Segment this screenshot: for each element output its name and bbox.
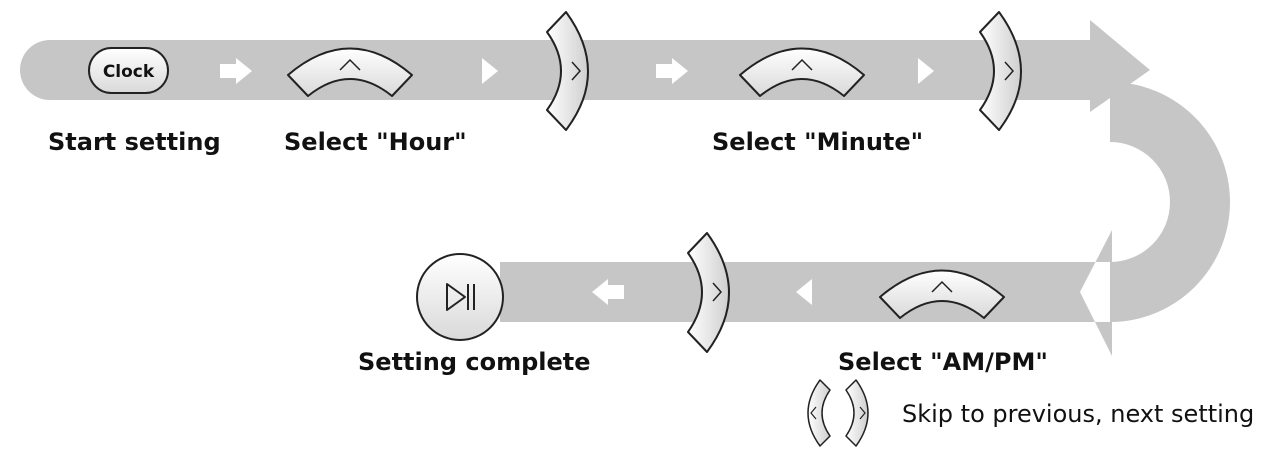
flow-arrows (220, 58, 934, 305)
legend-right-dial-icon (845, 379, 869, 447)
play-pause-button-icon[interactable] (416, 253, 504, 341)
legend-text: Skip to previous, next setting (902, 400, 1255, 428)
arrow-right-icon (656, 58, 688, 84)
up-dial-icon[interactable] (879, 269, 1005, 319)
start-setting-label: Start setting (48, 128, 221, 156)
select-ampm-label: Select "AM/PM" (838, 348, 1048, 376)
up-dial-icon[interactable] (739, 47, 865, 97)
arrow-right-icon (220, 58, 252, 84)
flow-band-uturn (1110, 82, 1230, 322)
flow-band (20, 20, 1230, 356)
triangle-right-icon (482, 58, 498, 84)
clock-button-label: Clock (103, 62, 155, 82)
triangle-right-icon (918, 58, 934, 84)
right-dial-icon[interactable] (979, 11, 1022, 131)
triangle-left-icon (796, 279, 812, 305)
right-dial-icon[interactable] (687, 232, 730, 353)
clock-button[interactable]: Clock (88, 47, 169, 94)
select-hour-label: Select "Hour" (284, 128, 467, 156)
right-dial-icon[interactable] (546, 11, 589, 131)
up-dial-icon[interactable] (287, 47, 413, 97)
legend-left-dial-icon (807, 379, 831, 447)
setting-complete-label: Setting complete (358, 348, 591, 376)
select-minute-label: Select "Minute" (712, 128, 924, 156)
arrow-left-icon (592, 279, 624, 305)
